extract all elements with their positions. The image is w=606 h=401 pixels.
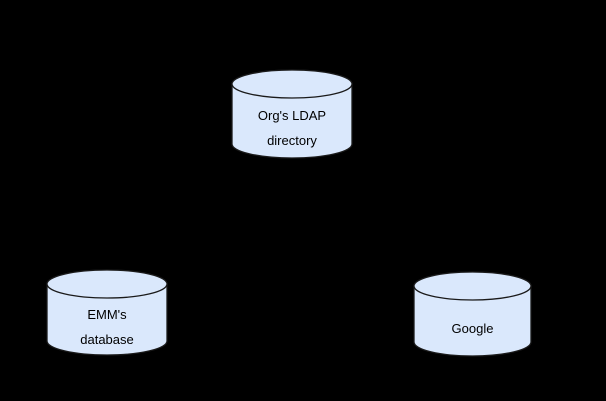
node-label-line: database [80, 331, 134, 347]
node-label-line: directory [267, 133, 317, 148]
google-label: Google [414, 300, 531, 356]
database-cylinder-icon [413, 271, 532, 357]
node-label-line: Google [451, 320, 494, 336]
database-cylinder-icon [46, 269, 168, 356]
google-node[interactable]: Google [413, 271, 532, 357]
node-label-line: Org's LDAP [257, 108, 327, 123]
emm-database-label: EMM's database [47, 298, 167, 355]
emm-database-node[interactable]: EMM's database [46, 269, 168, 356]
database-cylinder-icon [231, 69, 353, 159]
ldap-directory-node[interactable]: Org's LDAP directory [231, 69, 353, 159]
node-label-line: EMM's [87, 306, 127, 322]
ldap-directory-label: Org's LDAP directory [232, 98, 352, 158]
